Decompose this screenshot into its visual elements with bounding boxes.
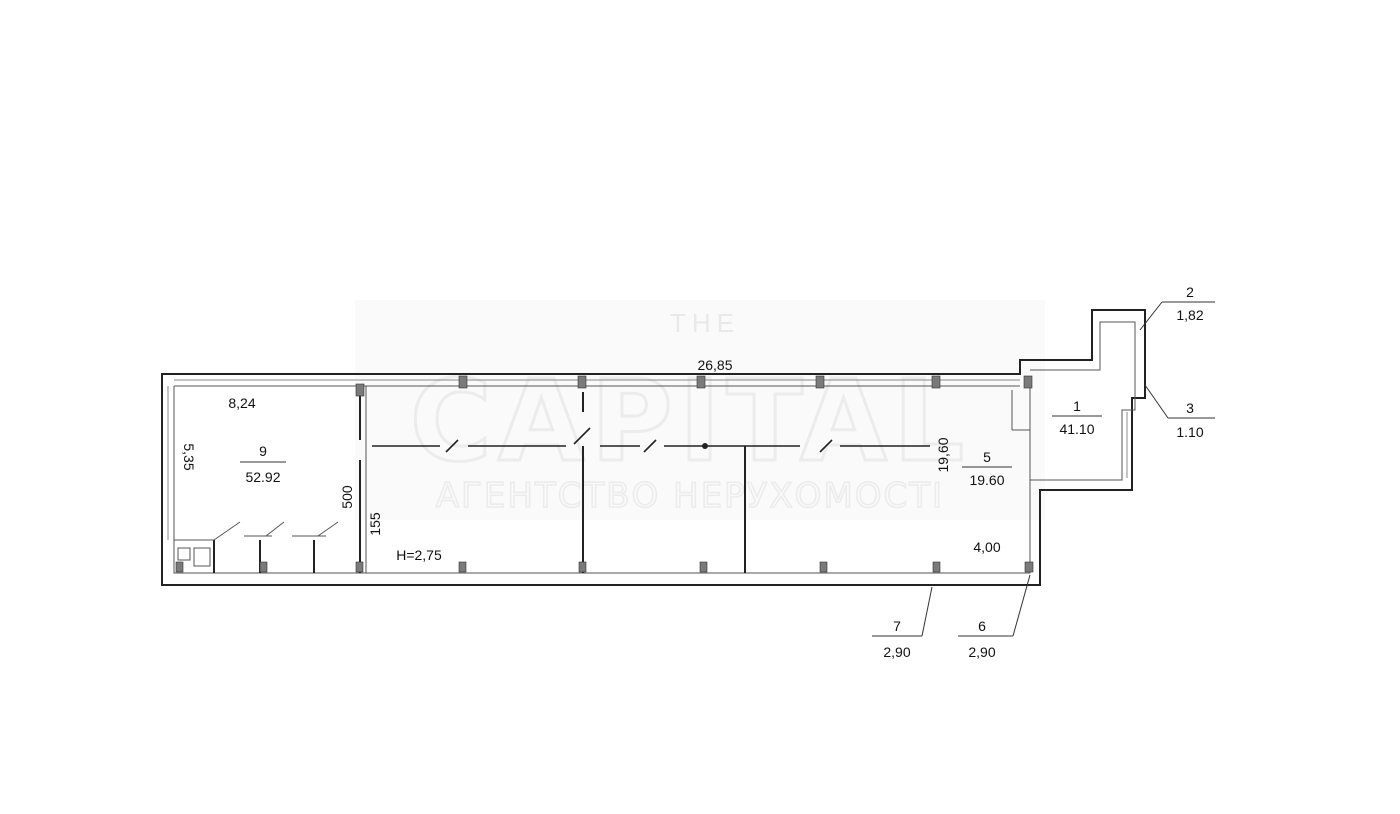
room-area: 19.60 (969, 472, 1004, 488)
hall-partitions (372, 390, 1030, 573)
inner-wall-contour-main (173, 386, 1031, 574)
callout-leader (1144, 384, 1169, 419)
column (578, 561, 587, 573)
watermark-brand: CAPITAL (410, 357, 970, 487)
right-vertical-dim-label: 19,60 (935, 437, 951, 472)
right-bottom-dim-label: 4,00 (973, 539, 1000, 555)
column (458, 375, 468, 389)
watermark-subtitle: АГЕНТСТВО НЕРУХОМОСТІ (436, 476, 944, 516)
room-area: 2,90 (883, 644, 910, 660)
inner-wall-contour-right (174, 321, 1136, 481)
room-2-callout: 2 1,82 (1139, 284, 1215, 331)
watermark-top: THE (670, 308, 740, 338)
sink-fixture (193, 547, 211, 567)
callout-leader (1012, 574, 1031, 637)
room-number: 9 (259, 443, 267, 459)
overall-length-label: 26,85 (697, 357, 732, 373)
room-labels: 9 52.92 5 19.60 1 41.10 2 1,82 3 1.10 (240, 284, 1215, 660)
column (699, 561, 708, 573)
room-1-label: 1 41.10 (1052, 398, 1102, 437)
column (355, 561, 364, 573)
column (819, 561, 828, 573)
column (175, 561, 184, 573)
ceiling-height-label: H=2,75 (396, 547, 442, 563)
column (815, 375, 825, 389)
column (259, 561, 268, 573)
column (1023, 375, 1033, 389)
room-area: 52.92 (245, 469, 280, 485)
column (931, 375, 941, 389)
columns (175, 375, 1034, 573)
room-number: 2 (1186, 284, 1194, 300)
dimension-labels: 26,85 8,24 5,35 500 155 H=2,75 19,60 4,0… (181, 357, 1001, 563)
column (355, 383, 365, 397)
room-number: 5 (983, 449, 991, 465)
room-number: 7 (893, 618, 901, 634)
room9-height-label: 5,35 (181, 443, 197, 470)
partition-155-label: 155 (367, 512, 383, 536)
column (932, 561, 941, 573)
column (696, 375, 706, 389)
room-3-callout: 3 1.10 (1144, 384, 1215, 440)
room-9-label: 9 52.92 (240, 443, 286, 485)
column (458, 561, 467, 573)
column (577, 375, 587, 389)
door-mark-1 (445, 439, 459, 453)
room-area: 41.10 (1059, 421, 1094, 437)
room-7-callout: 7 2,90 (872, 586, 933, 660)
room-number: 1 (1073, 398, 1081, 414)
bath-door-3 (317, 521, 339, 537)
outer-walls (161, 309, 1146, 586)
door-mark-2 (573, 427, 591, 445)
door-mark-3 (643, 439, 657, 453)
room-number: 3 (1186, 400, 1194, 416)
junction-dot (702, 443, 708, 449)
room9-width-label: 8,24 (228, 395, 255, 411)
column (1024, 561, 1034, 573)
bath-door-2 (265, 521, 285, 537)
room-5-label: 5 19.60 (962, 449, 1012, 488)
watermark: THE CAPITAL АГЕНТСТВО НЕРУХОМОСТІ (355, 300, 1045, 520)
bath-door-1 (213, 521, 241, 541)
room-number: 6 (978, 618, 986, 634)
toilet-fixture (177, 547, 191, 561)
room-area: 2,90 (968, 644, 995, 660)
room-area: 1.10 (1176, 424, 1203, 440)
room-6-callout: 6 2,90 (958, 574, 1031, 660)
watermark-backdrop (355, 300, 1045, 520)
room-area: 1,82 (1176, 307, 1203, 323)
outer-wall-contour (161, 309, 1146, 586)
partition-500-label: 500 (339, 485, 355, 509)
callout-leader (921, 586, 933, 637)
door-mark-4 (819, 439, 833, 453)
callout-leader (1139, 301, 1163, 331)
